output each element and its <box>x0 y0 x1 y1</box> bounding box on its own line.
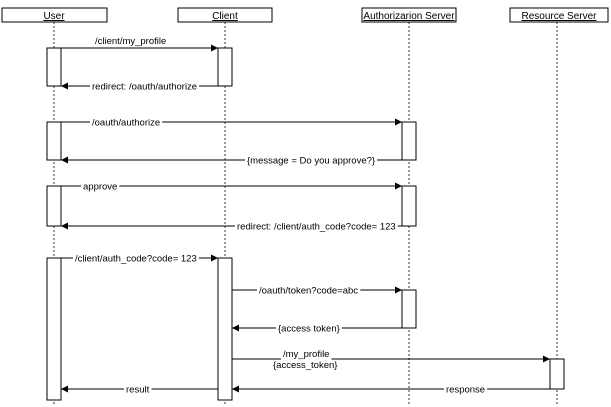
activation-user-1 <box>46 47 62 87</box>
participant-authorization-server: Authorizarion Server <box>361 7 457 23</box>
svg-text:{access token}: {access token} <box>278 324 340 335</box>
participant-user: User <box>1 7 108 23</box>
message-label-backing <box>90 81 200 93</box>
message-10: /my_profile {access_token} <box>232 348 550 372</box>
svg-text:redirect: /oauth/authorize: redirect: /oauth/authorize <box>92 82 197 93</box>
message-7: /client/auth_code?code= 123 <box>61 253 218 265</box>
message-label-backing <box>90 117 163 129</box>
message-label-backing <box>124 384 152 396</box>
activation-user-3 <box>46 185 62 227</box>
message-label-backing <box>93 35 169 48</box>
activation-user-4 <box>46 257 62 401</box>
svg-text:{access_token}: {access_token} <box>273 360 337 371</box>
activation-auth-1 <box>401 121 417 161</box>
svg-text:{message = Do you approve?}: {message = Do you approve?} <box>247 156 375 167</box>
activation-client-1 <box>217 47 233 87</box>
message-12: result <box>61 384 218 396</box>
activation-resource-1 <box>549 358 565 390</box>
participant-client: Client <box>177 7 273 23</box>
message-label-backing <box>257 285 361 297</box>
svg-text:result: result <box>126 385 150 396</box>
message-label-backing <box>81 181 120 193</box>
message-1: /client/my_profile <box>61 35 218 52</box>
message-label-backing <box>444 384 488 396</box>
svg-text:redirect: /client/auth_code?co: redirect: /client/auth_code?code= 123 <box>237 222 396 233</box>
svg-text:/client/auth_code?code= 123: /client/auth_code?code= 123 <box>75 254 197 265</box>
participant-resource-server: Resource Server <box>509 7 609 23</box>
participant-user-label: User <box>43 11 65 22</box>
message-11: response <box>232 384 550 396</box>
message-8: /oauth/token?code=abc <box>232 285 402 297</box>
message-6: redirect: /client/auth_code?code= 123 <box>61 221 402 233</box>
activation-user-2 <box>46 121 62 161</box>
message-label-backing <box>245 155 378 167</box>
participant-client-label: Client <box>212 11 238 22</box>
message-2: redirect: /oauth/authorize <box>61 81 218 93</box>
activation-auth-2 <box>401 185 417 227</box>
svg-text:response: response <box>446 385 485 396</box>
activation-auth-3 <box>401 289 417 329</box>
svg-text:/client/my_profile: /client/my_profile <box>95 36 166 47</box>
message-3: /oauth/authorize <box>61 117 402 129</box>
svg-text:approve: approve <box>83 182 117 193</box>
message-5: approve <box>61 181 402 193</box>
message-label-backing <box>281 348 332 361</box>
message-9: {access token} <box>232 323 402 335</box>
message-label-backing <box>276 323 342 335</box>
message-label-backing <box>271 359 340 372</box>
participant-resource-label: Resource Server <box>521 11 597 22</box>
message-label-backing <box>235 221 398 233</box>
activation-client-2 <box>217 257 233 401</box>
participant-auth-label: Authorizarion Server <box>363 11 455 22</box>
svg-text:/oauth/token?code=abc: /oauth/token?code=abc <box>259 286 358 297</box>
svg-text:/my_profile: /my_profile <box>283 349 329 360</box>
message-4: {message = Do you approve?} <box>61 155 402 167</box>
message-label-backing <box>73 253 199 265</box>
svg-text:/oauth/authorize: /oauth/authorize <box>92 118 160 129</box>
